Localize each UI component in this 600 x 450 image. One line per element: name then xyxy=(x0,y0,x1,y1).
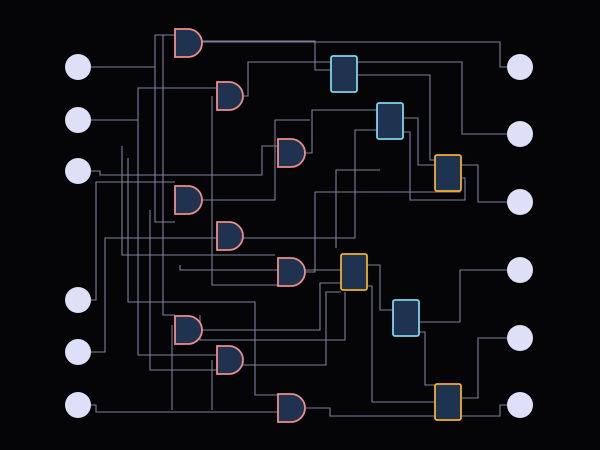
wire xyxy=(121,146,275,256)
wire xyxy=(419,331,435,386)
input-node-3 xyxy=(65,158,91,184)
wire xyxy=(127,158,278,396)
wire xyxy=(403,131,466,201)
and-gate-7 xyxy=(174,315,203,345)
wire xyxy=(460,164,520,203)
output-node-3 xyxy=(507,189,533,215)
wire xyxy=(242,291,341,366)
wire xyxy=(200,282,341,331)
wire xyxy=(78,87,217,121)
wire xyxy=(367,285,435,403)
output-node-5 xyxy=(507,325,533,351)
block-1 xyxy=(330,55,358,93)
block-6 xyxy=(434,383,462,421)
output-nodes xyxy=(507,54,533,418)
wire xyxy=(367,264,393,311)
wire xyxy=(403,117,435,166)
wire xyxy=(137,120,217,356)
and-gate-2 xyxy=(216,81,244,111)
and-gate-6 xyxy=(277,257,306,287)
and-gate-5 xyxy=(216,221,244,251)
wire xyxy=(305,404,520,417)
input-node-4 xyxy=(65,287,91,313)
and-gate-3 xyxy=(277,138,306,168)
block-4 xyxy=(340,253,368,291)
wire xyxy=(358,61,520,135)
block-3 xyxy=(434,154,462,192)
wire xyxy=(242,129,377,239)
wire xyxy=(419,269,520,323)
input-nodes xyxy=(65,54,91,418)
blocks xyxy=(330,55,462,421)
output-node-6 xyxy=(507,392,533,418)
input-node-5 xyxy=(65,339,91,365)
output-node-2 xyxy=(507,121,533,147)
wires xyxy=(78,34,520,417)
wire xyxy=(305,109,377,154)
wire xyxy=(462,337,520,399)
output-node-4 xyxy=(507,257,533,283)
wire xyxy=(200,119,310,201)
wire xyxy=(179,265,278,271)
and-gate-4 xyxy=(174,185,203,215)
input-node-2 xyxy=(65,107,91,133)
input-node-6 xyxy=(65,392,91,418)
wire xyxy=(200,40,331,71)
and-gates xyxy=(174,28,306,423)
output-node-1 xyxy=(507,54,533,80)
wire xyxy=(78,34,175,68)
and-gate-8 xyxy=(216,345,244,375)
wire xyxy=(78,237,217,353)
block-5 xyxy=(392,299,420,337)
wire xyxy=(78,145,278,176)
wire xyxy=(242,61,331,97)
and-gate-9 xyxy=(277,393,306,423)
and-gate-1 xyxy=(174,28,203,58)
wire xyxy=(149,210,217,371)
wire xyxy=(154,67,175,223)
wire xyxy=(162,35,175,316)
wire xyxy=(358,74,435,161)
input-node-1 xyxy=(65,54,91,80)
wire xyxy=(211,96,278,286)
wire xyxy=(335,169,380,248)
block-2 xyxy=(376,102,404,140)
